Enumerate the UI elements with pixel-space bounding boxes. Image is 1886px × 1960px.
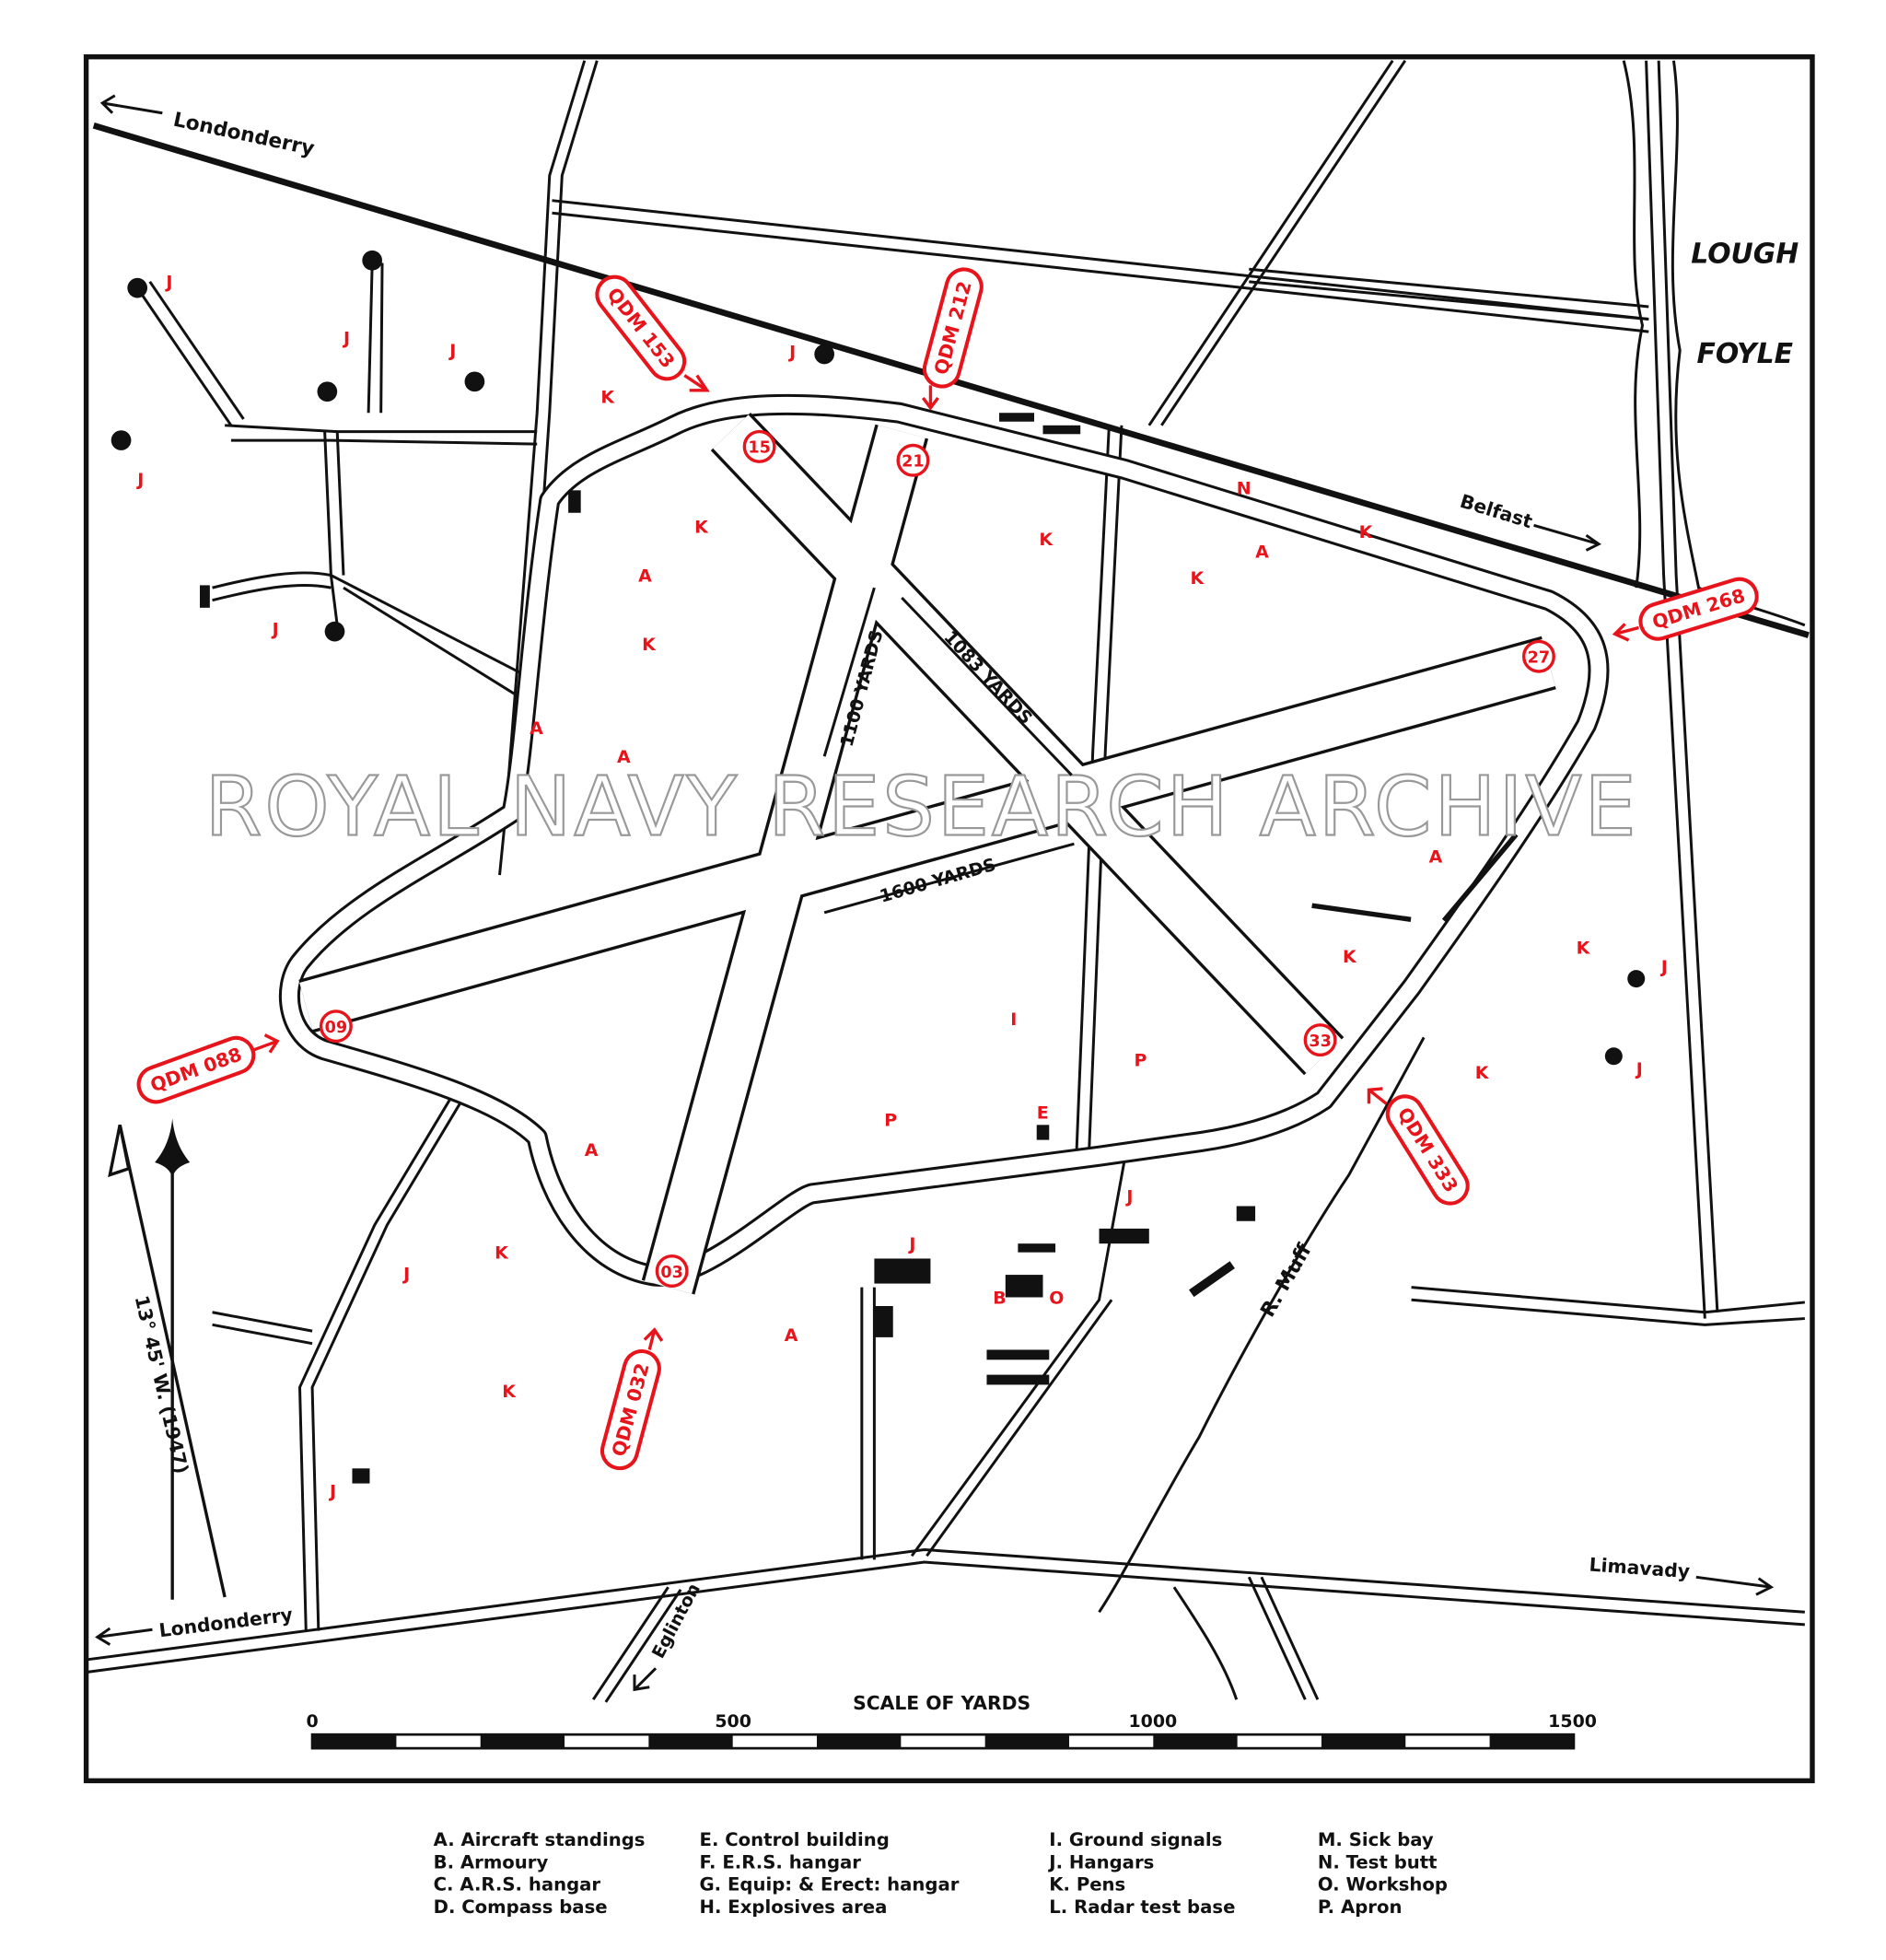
svg-text:03: 03 [660, 1264, 683, 1282]
legend-item: D. Compass base [434, 1896, 608, 1918]
svg-text:A: A [785, 1325, 798, 1346]
legend-item: N. Test butt [1318, 1851, 1438, 1872]
svg-text:K: K [1475, 1063, 1490, 1083]
svg-text:K: K [1577, 939, 1591, 959]
svg-text:J: J [135, 470, 144, 490]
place-foyle: FOYLE [1696, 338, 1793, 370]
scale-segment [817, 1734, 902, 1749]
scale-segment [1321, 1734, 1406, 1749]
svg-text:500: 500 [715, 1711, 751, 1732]
svg-text:J: J [448, 341, 456, 361]
svg-text:J: J [164, 273, 172, 293]
magnetic-north-icon [108, 1124, 131, 1178]
legend-item: I. Ground signals [1049, 1829, 1222, 1850]
svg-text:P: P [1135, 1051, 1147, 1071]
scale-segment [648, 1734, 733, 1749]
svg-text:J: J [1659, 957, 1668, 977]
svg-text:J: J [1124, 1186, 1133, 1207]
runway-21: 21 [896, 443, 930, 477]
legend-item: P. Apron [1318, 1896, 1403, 1918]
svg-text:K: K [495, 1242, 509, 1263]
scale-segment [984, 1734, 1069, 1749]
svg-text:I: I [1010, 1009, 1017, 1030]
runway-09: 09 [319, 1009, 353, 1044]
scale-segment [1153, 1734, 1238, 1749]
legend-item: J. Hangars [1047, 1851, 1154, 1872]
svg-text:A: A [585, 1140, 599, 1161]
qdm-arrows [252, 374, 1639, 1350]
scale-segment [480, 1734, 565, 1749]
svg-text:O: O [1049, 1288, 1064, 1308]
legend-item: H. Explosives area [700, 1896, 888, 1918]
runway-27: 27 [1521, 639, 1555, 673]
svg-text:15: 15 [748, 439, 771, 458]
scale-title: SCALE OF YARDS [853, 1692, 1030, 1714]
svg-text:A: A [638, 566, 652, 586]
svg-text:A: A [530, 718, 543, 739]
shoreline [1622, 60, 1645, 589]
runway-33: 33 [1303, 1023, 1337, 1057]
svg-text:K: K [1343, 947, 1357, 967]
svg-text:A: A [1429, 847, 1443, 868]
legend-item: O. Workshop [1318, 1874, 1448, 1896]
svg-text:K: K [642, 635, 657, 655]
svg-text:A: A [1255, 542, 1269, 563]
runways [298, 413, 1556, 1295]
svg-text:J: J [907, 1234, 915, 1254]
true-north-icon [155, 1118, 191, 1178]
legend-item: C. A.R.S. hangar [434, 1874, 601, 1896]
runway-15: 15 [742, 429, 776, 463]
scale-segment [1489, 1734, 1574, 1749]
svg-text:K: K [502, 1382, 517, 1402]
legend-item: A. Aircraft standings [434, 1829, 646, 1850]
svg-text:1000: 1000 [1128, 1711, 1177, 1732]
legend-item: F. E.R.S. hangar [700, 1851, 862, 1872]
place-lough: LOUGH [1691, 238, 1799, 270]
runway-03: 03 [655, 1254, 689, 1288]
svg-text:K: K [1191, 568, 1205, 589]
legend-item: M. Sick bay [1318, 1829, 1434, 1850]
legend-item: G. Equip: & Erect: hangar [700, 1874, 960, 1896]
legend-item: K. Pens [1049, 1874, 1125, 1896]
svg-text:J: J [787, 343, 796, 363]
facility-markers: J J J J J J J J J J J J K K K K K K K K … [135, 273, 1668, 1502]
buildings [111, 250, 1646, 1484]
svg-text:N: N [1237, 478, 1252, 498]
svg-text:27: 27 [1528, 649, 1551, 668]
svg-text:K: K [694, 517, 709, 537]
svg-text:J: J [402, 1265, 410, 1285]
svg-text:0: 0 [306, 1711, 318, 1732]
svg-text:J: J [271, 620, 279, 640]
svg-text:J: J [1635, 1059, 1643, 1079]
svg-text:K: K [1039, 530, 1054, 550]
map-frame [83, 53, 1815, 1784]
svg-text:K: K [600, 387, 615, 407]
svg-text:J: J [342, 329, 350, 349]
svg-text:21: 21 [902, 453, 925, 472]
svg-text:B: B [993, 1288, 1006, 1308]
svg-text:E: E [1037, 1103, 1049, 1124]
svg-text:K: K [1359, 522, 1374, 542]
svg-text:09: 09 [325, 1019, 348, 1037]
svg-text:A: A [617, 747, 631, 767]
svg-text:33: 33 [1309, 1032, 1332, 1051]
legend-item: E. Control building [700, 1829, 890, 1850]
legend-item: B. Armoury [434, 1851, 549, 1872]
svg-text:P: P [884, 1111, 897, 1131]
scale-bar: SCALE OF YARDS 0 500 1000 1500 [306, 1692, 1597, 1750]
scale-segment [312, 1734, 397, 1749]
runway-numbers: 09 27 03 21 15 33 [319, 429, 1555, 1288]
perimeter-track [281, 396, 1607, 1284]
svg-text:J: J [328, 1482, 336, 1502]
watermark: ROYAL NAVY RESEARCH ARCHIVE [204, 760, 1638, 856]
svg-text:1500: 1500 [1548, 1711, 1597, 1732]
legend-item: L. Radar test base [1049, 1896, 1235, 1918]
